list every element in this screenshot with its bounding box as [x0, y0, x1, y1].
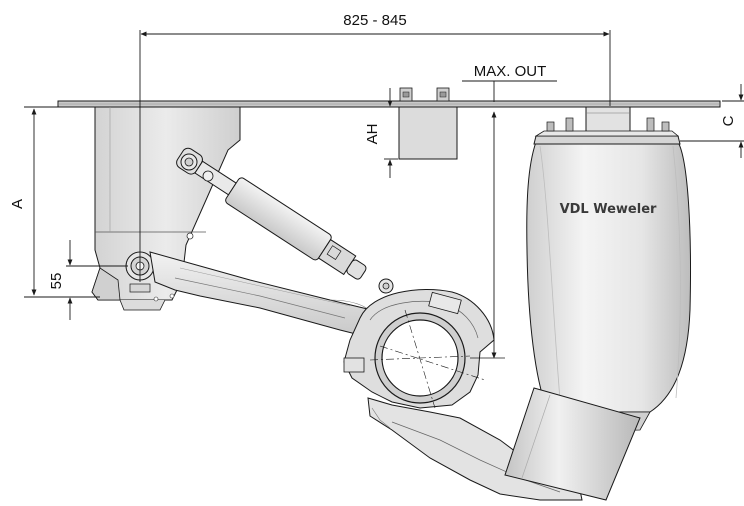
air-spring: VDL Weweler	[526, 141, 691, 433]
dimension-overall-width: 825 - 845	[139, 12, 611, 282]
offset-55-label: 55	[48, 273, 65, 290]
shock-absorber	[176, 147, 394, 294]
dimension-55: 55	[48, 240, 128, 320]
height-a-label: A	[9, 199, 26, 209]
height-ah-label: AH	[364, 124, 381, 145]
dimension-max-out: MAX. OUT	[462, 63, 557, 359]
ah-spacer-block	[398, 87, 458, 160]
dimension-a: A	[9, 106, 100, 298]
air-spring-piston	[504, 387, 641, 501]
air-spring-top-plate	[533, 106, 681, 145]
dimension-ah: AH	[364, 88, 398, 178]
height-c-label: C	[720, 115, 737, 126]
airbag-brand-label: VDL Weweler	[560, 202, 657, 217]
max-out-label: MAX. OUT	[474, 63, 547, 80]
spacer-bolts	[399, 87, 450, 102]
dimension-c: C	[680, 84, 744, 158]
chassis-frame	[57, 100, 721, 108]
top-plate-bolts	[546, 117, 670, 132]
axle-tube	[369, 309, 486, 409]
overall-width-label: 825 - 845	[343, 12, 406, 29]
